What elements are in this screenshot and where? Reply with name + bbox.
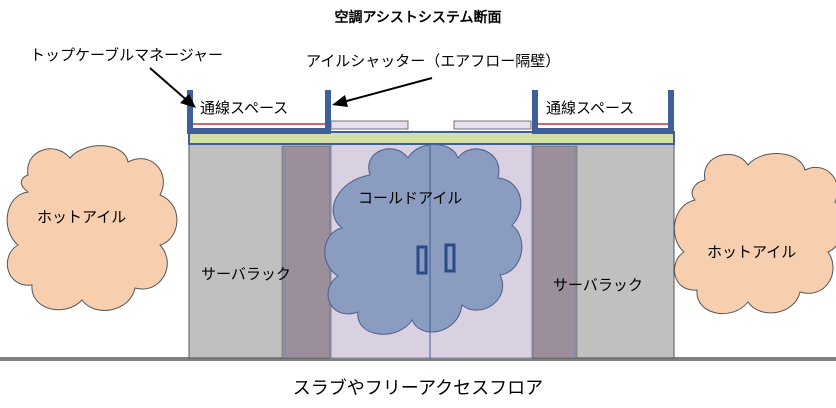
label-aisle-shutter: アイルシャッター（エアフロー隔壁） bbox=[306, 52, 560, 70]
arrow-aisle-shutter bbox=[332, 77, 433, 107]
label-hot-aisle-right: ホットアイル bbox=[707, 243, 796, 261]
floor-line bbox=[0, 357, 836, 361]
label-cable-space-left: 通線スペース bbox=[200, 99, 288, 117]
label-server-rack-right: サーバラック bbox=[553, 276, 643, 294]
aisle-shutter-left bbox=[330, 120, 409, 130]
label-floor: スラブやフリーアクセスフロア bbox=[293, 377, 543, 399]
server-rack-right bbox=[531, 143, 675, 359]
hot-aisle-cloud-right bbox=[673, 153, 836, 315]
label-cable-space-right: 通線スペース bbox=[546, 99, 634, 117]
cold-aisle-cloud bbox=[324, 144, 523, 335]
label-tray-manager: トップケーブルマネージャー bbox=[30, 46, 223, 64]
cable-tray-left bbox=[187, 90, 331, 134]
door-handle-left bbox=[416, 245, 428, 275]
label-cold-aisle: コールドアイル bbox=[358, 189, 462, 207]
arrow-tray-manager bbox=[149, 67, 196, 108]
server-rack-left bbox=[188, 143, 332, 359]
label-hot-aisle-left: ホットアイル bbox=[37, 208, 126, 226]
top-airflow-band bbox=[188, 131, 675, 145]
cable-tray-right bbox=[532, 90, 674, 134]
aisle-shutter-right bbox=[453, 120, 532, 130]
label-server-rack-left: サーバラック bbox=[201, 265, 291, 283]
door-handle-right bbox=[444, 243, 456, 273]
hot-aisle-cloud-left bbox=[6, 145, 178, 311]
diagram-title: 空調アシストシステム断面 bbox=[334, 9, 501, 26]
